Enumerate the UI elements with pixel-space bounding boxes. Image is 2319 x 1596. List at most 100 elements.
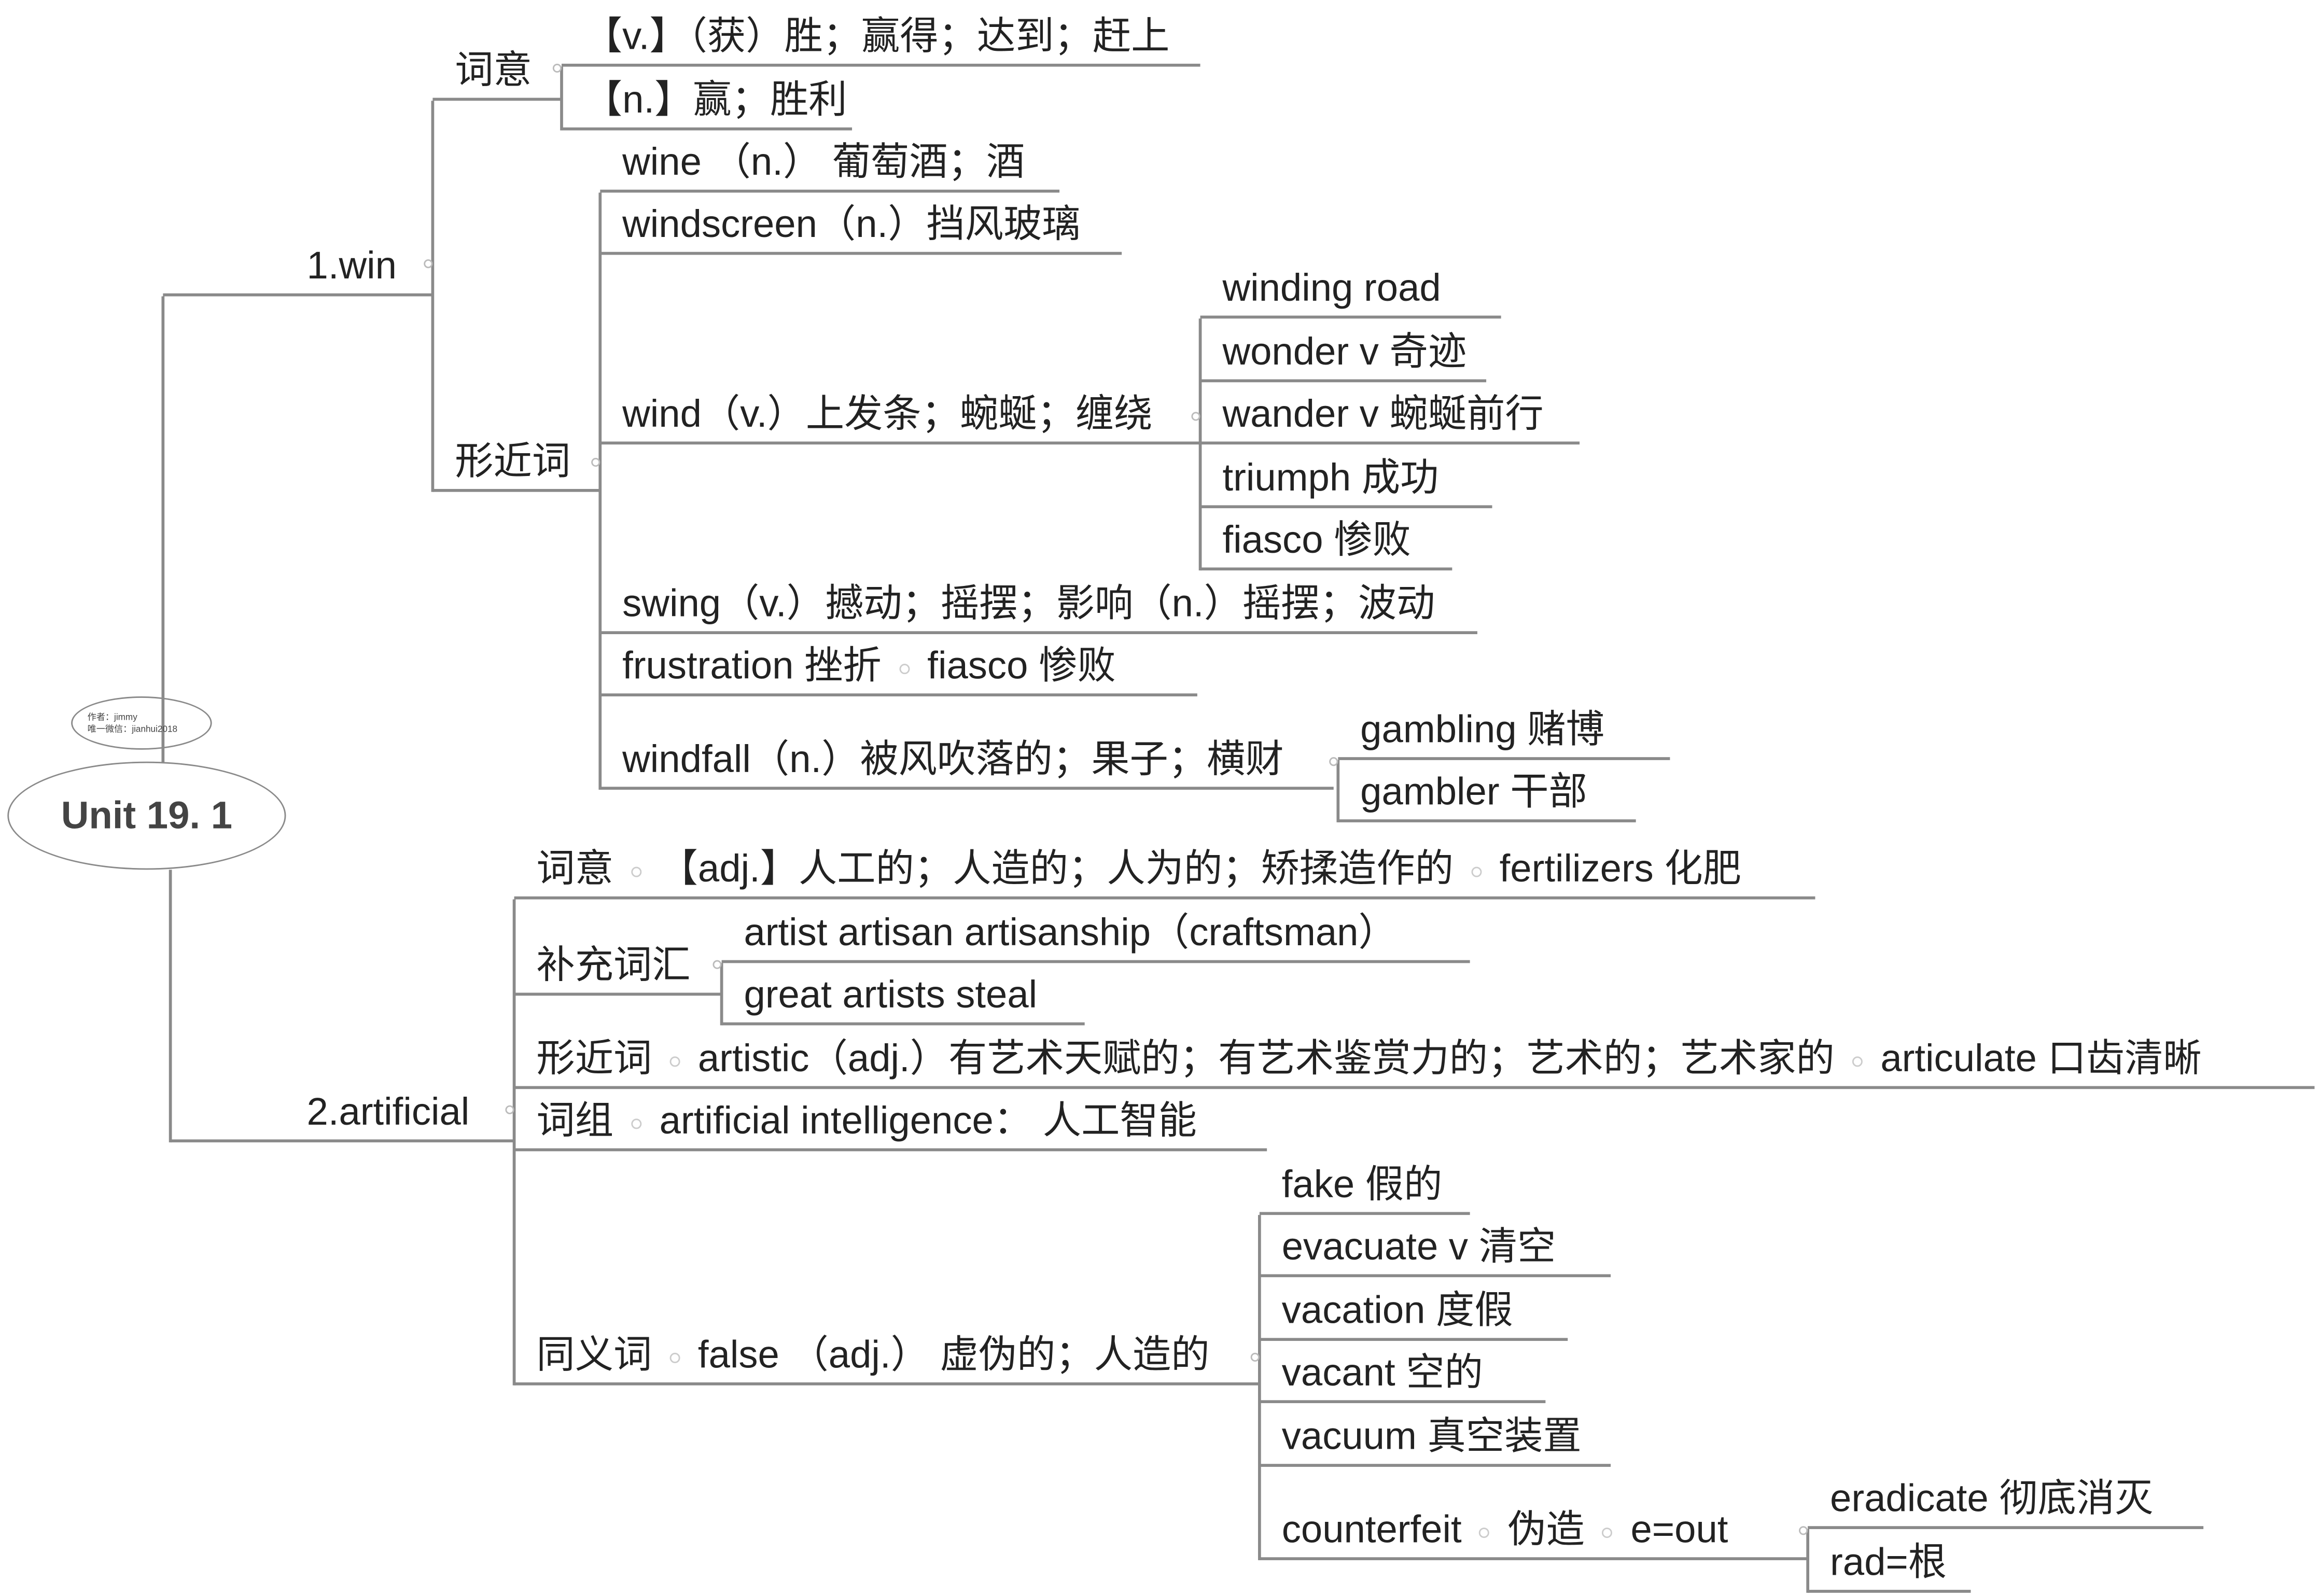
collapse-dot[interactable] [424,259,433,269]
node-label: 词意 [536,846,614,891]
connector [1258,1215,1261,1560]
win-meaning-verb[interactable]: 【v.】（获）胜；赢得；达到；赶上 [561,10,1200,67]
node-label: fiasco 惨败 [927,643,1116,688]
node-label: wine （n.） 葡萄酒；酒 [622,139,1025,184]
node-label: vacation 度假 [1281,1287,1513,1332]
node-label: artificial intelligence： 人工智能 [659,1098,1197,1143]
node-wine[interactable]: wine （n.） 葡萄酒；酒 [600,136,1060,193]
node-label: triumph 成功 [1222,455,1439,499]
node-label: 形近词 [536,1035,652,1081]
node-label: 伪造 [1507,1507,1585,1551]
node-swing[interactable]: swing（v.）撼动；摇摆；影响（n.）摇摆；波动 [600,578,1477,635]
node-artist[interactable]: artist artisan artisanship（craftsman） [721,907,1470,963]
node-wonder[interactable]: wonder v 奇迹 [1200,326,1487,383]
connector [1198,318,1202,571]
node-label: 【n.】赢；胜利 [583,77,847,122]
win-meaning[interactable]: 词意 [432,45,562,101]
collapse-dot[interactable] [591,457,600,467]
node-label: eradicate 彻底消灭 [1830,1476,2154,1520]
connector [1336,760,1340,822]
node-label: windscreen（n.）挡风玻璃 [622,201,1081,246]
node-fiasco[interactable]: fiasco 惨败 [1200,514,1452,571]
topic-label: 2.artificial [306,1089,470,1133]
node-label: rad=根 [1830,1539,1947,1584]
node-wind[interactable]: wind（v.）上发条；蜿蜒；缠绕 [600,388,1200,445]
connector [169,870,172,1143]
node-label: fiasco 惨败 [1222,517,1411,562]
collapse-dot[interactable] [552,63,562,73]
connector [720,963,723,1026]
node-label: 补充词汇 [536,942,691,987]
collapse-dot[interactable] [669,1352,680,1363]
node-vacation[interactable]: vacation 度假 [1259,1284,1568,1341]
collapse-dot[interactable] [1471,866,1482,877]
node-label: 【adj.】人工的；人造的；人为的；矫揉造作的 [659,846,1454,891]
connector [1806,1529,1810,1593]
node-label: artistic（adj.）有艺术天赋的；有艺术鉴赏力的；艺术的；艺术家的 [697,1035,1835,1081]
node-gambling[interactable]: gambling 赌博 [1338,704,1670,760]
node-label: wonder v 奇迹 [1222,329,1467,374]
artificial-meaning[interactable]: 词意【adj.】人工的；人造的；人为的；矫揉造作的 fertilizers 化肥 [514,843,1815,900]
connector [431,101,435,492]
node-label: fake 假的 [1281,1161,1443,1207]
node-label: counterfeit [1281,1507,1462,1551]
node-great-artists[interactable]: great artists steal [721,969,1085,1026]
author-name: 作者：jimmy [87,714,137,723]
topic-label: 1.win [306,243,397,288]
node-label: wind（v.）上发条；蜿蜒；缠绕 [622,391,1153,436]
node-label: windfall（n.）被风吹落的；果子；横财 [622,736,1284,781]
node-gambler[interactable]: gambler 干部 [1338,766,1636,822]
node-label: articulate 口齿清晰 [1880,1035,2202,1081]
collapse-dot[interactable] [631,866,642,877]
node-triumph[interactable]: triumph 成功 [1200,452,1492,509]
collapse-dot[interactable] [669,1056,680,1067]
node-label: artist artisan artisanship（craftsman） [744,909,1397,955]
node-label: vacant 空的 [1281,1350,1483,1394]
artificial-vocab[interactable]: 补充词汇 [514,940,722,996]
collapse-dot[interactable] [631,1118,642,1129]
artificial-similar[interactable]: 形近词 artistic（adj.）有艺术天赋的；有艺术鉴赏力的；艺术的；艺术家的… [514,1033,2315,1089]
author-note: 作者：jimmy 唯一微信：jianhui2018 [71,696,212,750]
node-label: evacuate v 清空 [1281,1224,1556,1269]
node-vacuum[interactable]: vacuum 真空装置 [1259,1410,1611,1467]
node-label: 【v.】（获）胜；赢得；达到；赶上 [583,13,1170,58]
collapse-dot[interactable] [899,663,910,674]
node-winding-road[interactable]: winding road [1200,262,1501,319]
collapse-dot[interactable] [1852,1056,1863,1067]
node-eradicate[interactable]: eradicate 彻底消灭 [1808,1473,2204,1529]
node-label: great artists steal [744,972,1038,1017]
node-fake[interactable]: fake 假的 [1259,1159,1470,1215]
collapse-dot[interactable] [505,1105,514,1114]
node-label: fertilizers 化肥 [1499,846,1742,891]
node-label: vacuum 真空装置 [1281,1413,1582,1458]
node-label: false （adj.） 虚伪的；人造的 [697,1332,1210,1377]
collapse-dot[interactable] [1799,1526,1808,1535]
node-evacuate[interactable]: evacuate v 清空 [1259,1221,1611,1278]
node-rad[interactable]: rad=根 [1808,1536,1971,1593]
node-label: gambler 干部 [1360,769,1587,814]
topic-artificial[interactable]: 2.artificial [170,1086,514,1143]
node-windscreen[interactable]: windscreen（n.）挡风玻璃 [600,199,1122,255]
node-vacant[interactable]: vacant 空的 [1259,1347,1546,1404]
root-topic[interactable]: Unit 19. 1 [7,761,286,870]
topic-win[interactable]: 1.win [163,240,433,297]
collapse-dot[interactable] [1602,1527,1613,1538]
win-similar[interactable]: 形近词 [432,436,600,492]
collapse-dot[interactable] [1191,412,1200,421]
win-meaning-noun[interactable]: 【n.】赢；胜利 [561,74,853,131]
collapse-dot[interactable] [1250,1352,1260,1362]
collapse-dot[interactable] [1479,1527,1490,1538]
node-frustration[interactable]: frustration 挫折 fiasco 惨败 [600,640,1197,697]
connector [161,296,165,763]
node-label: frustration 挫折 [622,643,882,688]
collapse-dot[interactable] [713,960,722,969]
node-label: winding road [1222,265,1441,310]
node-label: 形近词 [455,438,571,483]
node-windfall[interactable]: windfall（n.）被风吹落的；果子；横财 [600,733,1334,790]
collapse-dot[interactable] [1329,757,1338,766]
node-wander[interactable]: wander v 蜿蜒前行 [1200,388,1580,445]
